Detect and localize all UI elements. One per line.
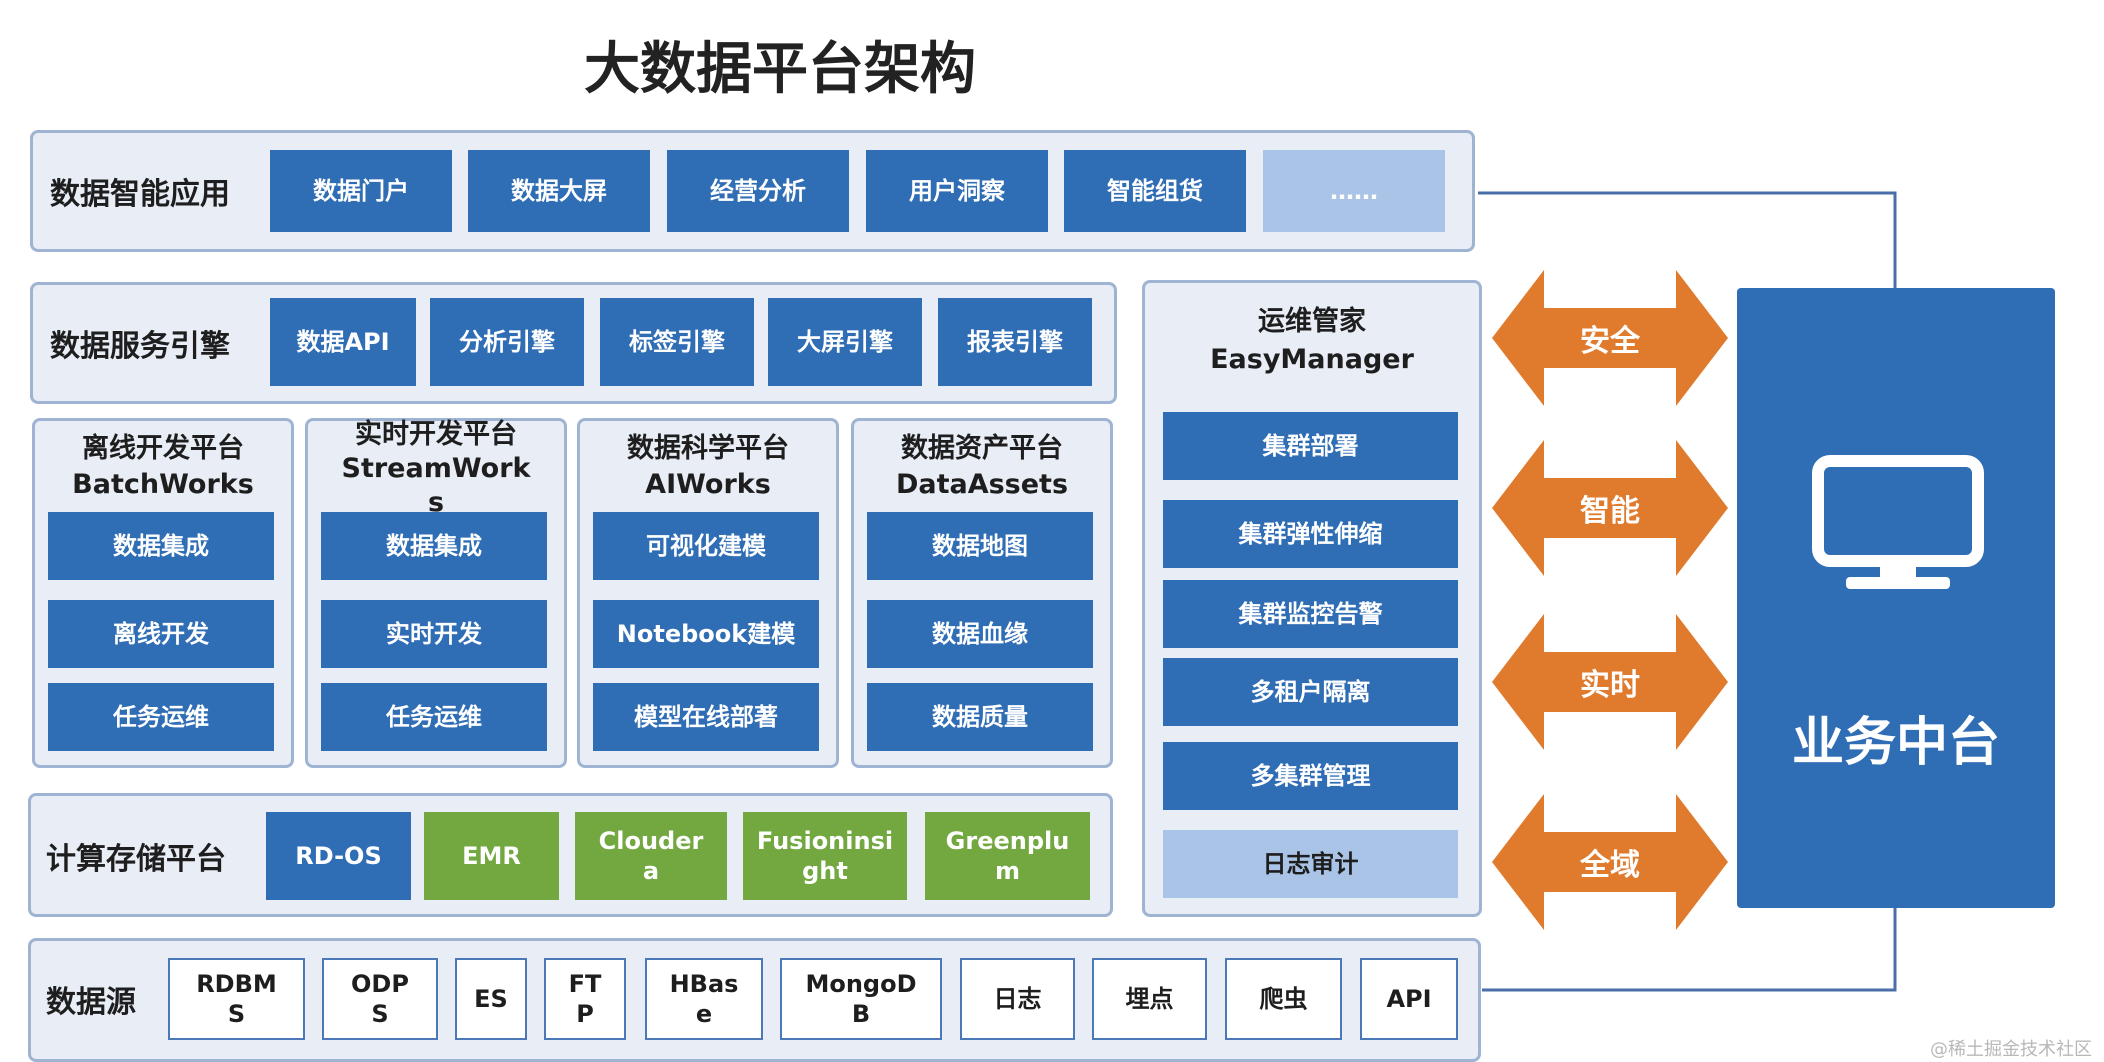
platform-item: 可视化建模	[593, 512, 819, 580]
arrow-security	[1492, 270, 1728, 406]
platform-item: 数据血缘	[867, 600, 1093, 668]
engine-box: 报表引擎	[938, 298, 1092, 386]
ops-item-log-audit: 日志审计	[1163, 830, 1458, 898]
app-box-more: ……	[1263, 150, 1445, 232]
platform-item: 数据集成	[321, 512, 547, 580]
platform-item: 数据集成	[48, 512, 274, 580]
source-box: 爬虫	[1225, 958, 1342, 1040]
app-box: 用户洞察	[866, 150, 1048, 232]
source-box: API	[1360, 958, 1458, 1040]
source-box: ODP S	[322, 958, 438, 1040]
engine-box: 数据API	[270, 298, 416, 386]
compute-box: RD-OS	[266, 812, 411, 900]
app-box: 数据大屏	[468, 150, 650, 232]
source-box: FT P	[544, 958, 626, 1040]
arrow-label: 实时	[1580, 668, 1640, 703]
ops-item: 多集群管理	[1163, 742, 1458, 810]
platform-title: 实时开发平台	[355, 419, 517, 450]
ops-item: 集群监控告警	[1163, 580, 1458, 648]
monitor-icon	[1812, 455, 1984, 589]
source-box: MongoD B	[780, 958, 942, 1040]
platform-item: 数据质量	[867, 683, 1093, 751]
app-box: 数据门户	[270, 150, 452, 232]
compute-box: Clouder a	[575, 812, 727, 900]
ops-item: 集群弹性伸缩	[1163, 500, 1458, 568]
ops-title: 运维管家	[1258, 306, 1366, 337]
platform-name: DataAssets	[895, 469, 1069, 500]
source-box: ES	[455, 958, 527, 1040]
platform-item: Notebook建模	[593, 600, 819, 668]
arrow-global	[1492, 794, 1728, 930]
arrow-realtime	[1492, 614, 1728, 750]
ops-item: 集群部署	[1163, 412, 1458, 480]
platform-title: 数据科学平台	[627, 433, 789, 464]
ops-item: 多租户隔离	[1163, 658, 1458, 726]
platform-item: 任务运维	[321, 683, 547, 751]
compute-storage-label: 计算存储平台	[46, 842, 226, 877]
arrow-label: 全域	[1580, 848, 1640, 883]
platform-item: 数据地图	[867, 512, 1093, 580]
data-source-label: 数据源	[46, 985, 136, 1020]
app-box: 智能组货	[1064, 150, 1246, 232]
engine-box: 标签引擎	[600, 298, 754, 386]
platform-title: 离线开发平台	[82, 433, 244, 464]
platform-item: 任务运维	[48, 683, 274, 751]
ops-name: EasyManager	[1210, 344, 1414, 375]
service-engine-label: 数据服务引擎	[50, 329, 230, 364]
compute-box: EMR	[424, 812, 559, 900]
platform-item: 离线开发	[48, 600, 274, 668]
platform-name: StreamWork s	[341, 453, 531, 512]
app-box: 经营分析	[667, 150, 849, 232]
watermark: @稀土掘金技术社区	[1930, 1039, 2092, 1060]
platform-name: BatchWorks	[72, 469, 254, 500]
arrow-label: 智能	[1580, 494, 1640, 529]
arrow-label: 安全	[1580, 324, 1640, 359]
platform-title: 数据资产平台	[901, 433, 1063, 464]
compute-box: Greenplu m	[925, 812, 1090, 900]
diagram-title: 大数据平台架构	[584, 37, 976, 102]
source-box: RDBM S	[168, 958, 305, 1040]
compute-box: Fusioninsi ght	[743, 812, 907, 900]
platform-name: AIWorks	[645, 469, 771, 500]
engine-box: 大屏引擎	[768, 298, 922, 386]
arrow-intelligence	[1492, 440, 1728, 576]
source-box: 埋点	[1092, 958, 1207, 1040]
platform-item: 实时开发	[321, 600, 547, 668]
platform-item: 模型在线部著	[593, 683, 819, 751]
intelligence-apps-label: 数据智能应用	[50, 177, 230, 212]
business-center-label: 业务中台	[1791, 713, 2000, 773]
source-box: HBas e	[645, 958, 763, 1040]
source-box: 日志	[960, 958, 1075, 1040]
engine-box: 分析引擎	[430, 298, 584, 386]
business-center-box	[1737, 288, 2055, 908]
